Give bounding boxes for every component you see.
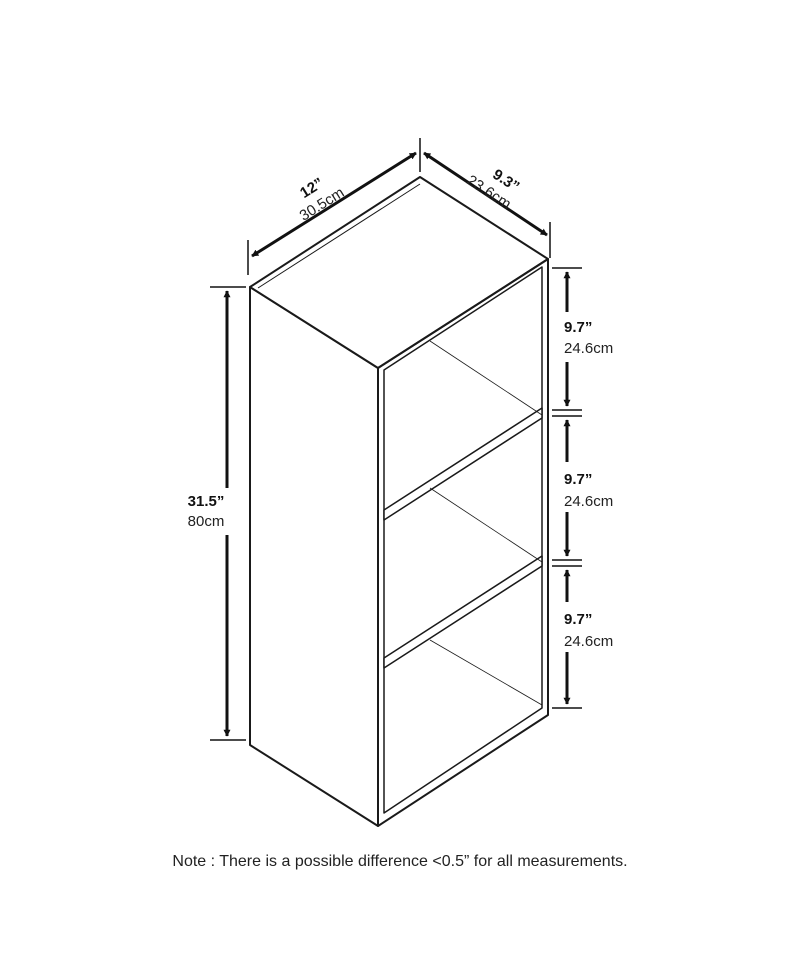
shelf-middle-label-metric: 24.6cm xyxy=(564,493,613,510)
height-label-metric: 80cm xyxy=(188,513,225,530)
shelf-upper xyxy=(383,407,543,521)
shelf-bottom-dimension: 9.7” 24.6cm xyxy=(563,569,613,705)
front-frame xyxy=(377,258,549,827)
shelf-lower xyxy=(383,555,543,669)
side-panel xyxy=(249,286,379,827)
shelf-bottom-label-imperial: 9.7” xyxy=(564,611,592,628)
shelf-middle-label-imperial: 9.7” xyxy=(564,471,592,488)
shelf-top-dimension: 9.7” 24.6cm xyxy=(563,271,613,407)
height-label-imperial: 31.5” xyxy=(188,493,225,510)
bookshelf-drawing xyxy=(249,176,549,827)
measurement-note: Note : There is a possible difference <0… xyxy=(172,853,628,870)
shelf-bottom-label-metric: 24.6cm xyxy=(564,633,613,650)
width-arrow xyxy=(251,151,417,258)
shelf-dimensions: 9.7” 24.6cm 9.7” 24.6cm 9.7” 24.6cm xyxy=(552,267,613,709)
depth-arrow xyxy=(423,151,548,237)
shelf-top-label-imperial: 9.7” xyxy=(564,319,592,336)
shelf-middle-dimension: 9.7” 24.6cm xyxy=(563,419,613,557)
shelf-top-label-metric: 24.6cm xyxy=(564,340,613,357)
height-dimension: 31.5” 80cm xyxy=(188,286,246,741)
